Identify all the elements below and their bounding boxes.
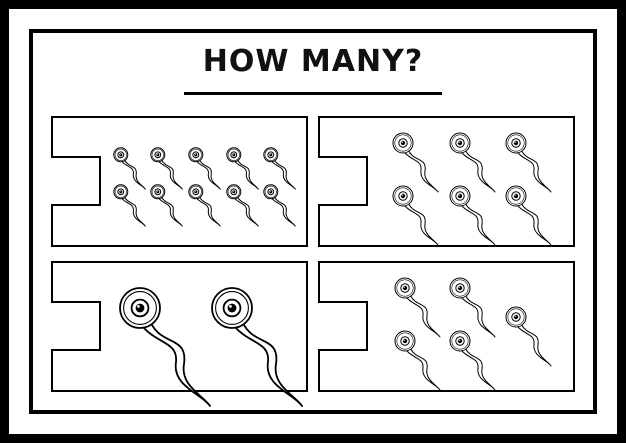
eyeball-icon <box>449 132 496 193</box>
eyeball-icon <box>119 287 211 407</box>
page-title: HOW MANY? <box>202 44 424 79</box>
eyeball-icon <box>505 132 552 193</box>
answer-box-bottom-right[interactable] <box>318 301 368 351</box>
eyeball-icon <box>449 330 496 391</box>
eyeball-icon <box>394 277 441 338</box>
eyeball-icon <box>188 147 221 190</box>
eyeball-icon <box>392 185 439 246</box>
eyeball-icon <box>113 147 146 190</box>
eyeball-icon <box>263 147 296 190</box>
eyeball-icon <box>505 306 552 367</box>
eyeball-icon <box>113 184 146 227</box>
eyeball-icon <box>449 277 496 338</box>
eyeball-icon <box>226 184 259 227</box>
eyeball-icon <box>226 147 259 190</box>
eyeball-icon <box>150 147 183 190</box>
eyeball-icon <box>392 132 439 193</box>
eyeball-icon <box>394 330 441 391</box>
answer-box-bottom-left[interactable] <box>51 301 101 351</box>
eyeball-icon <box>150 184 183 227</box>
eyeball-icon <box>263 184 296 227</box>
title-underline <box>184 92 442 95</box>
eyeball-icon <box>449 185 496 246</box>
eyeball-icon <box>188 184 221 227</box>
answer-box-top-left[interactable] <box>51 156 101 206</box>
eyeball-icon <box>505 185 552 246</box>
eyeball-icon <box>211 287 303 407</box>
panel-bottom-right <box>318 261 575 392</box>
answer-box-top-right[interactable] <box>318 156 368 206</box>
